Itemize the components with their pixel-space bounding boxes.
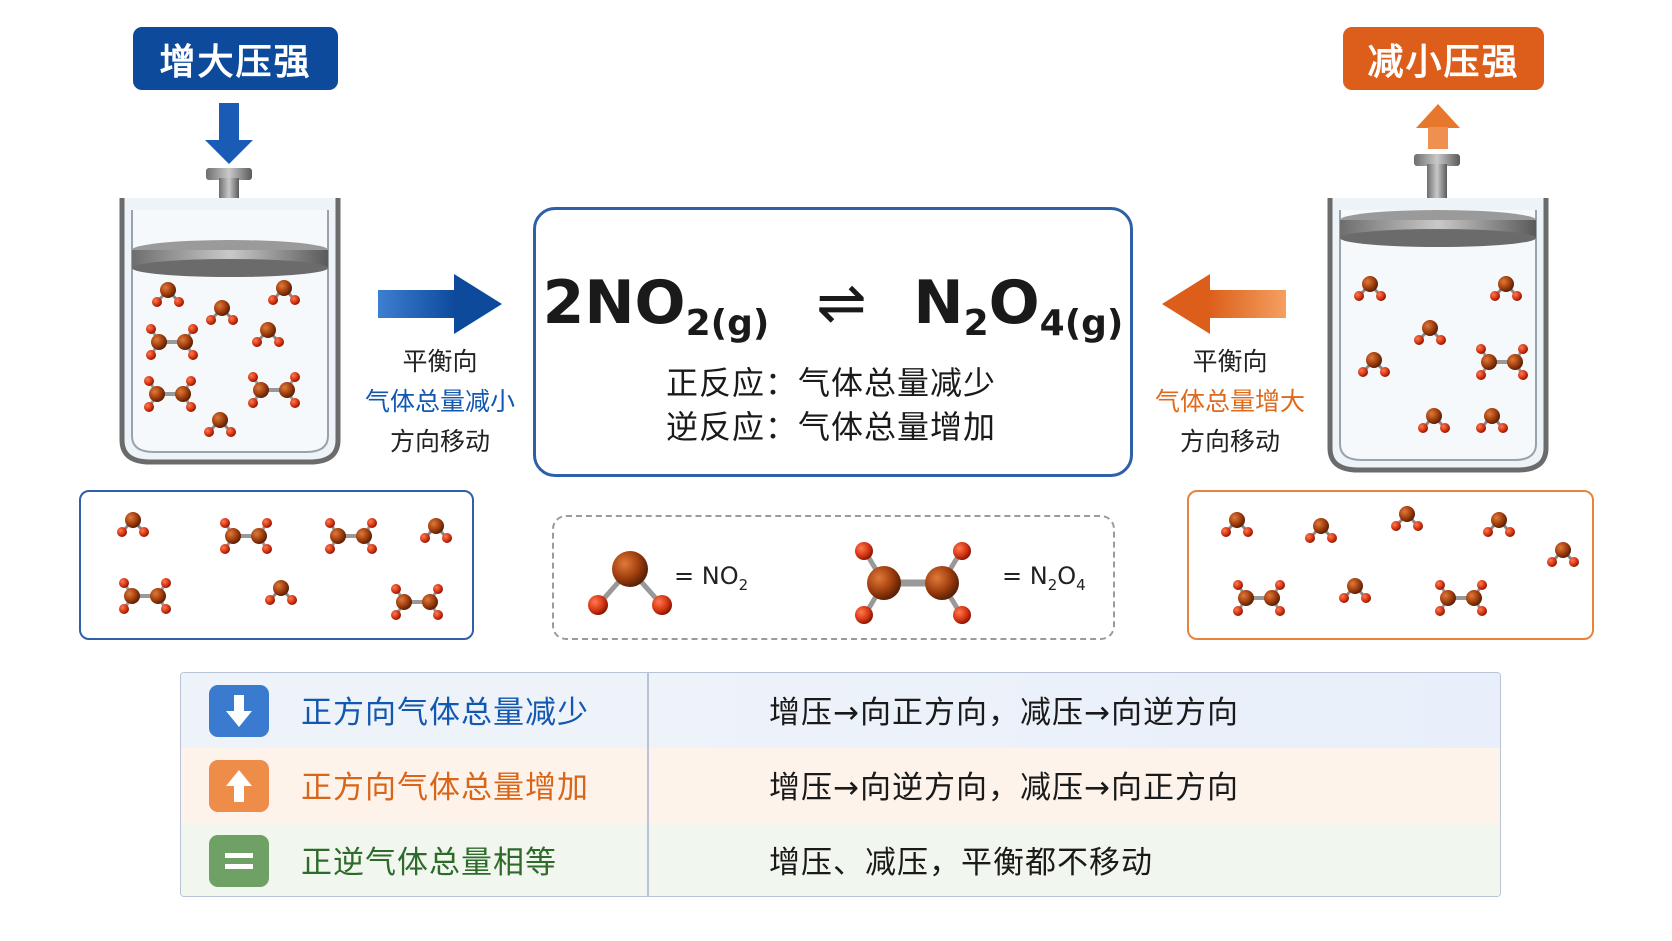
right-caption-line3: 方向移动 xyxy=(1179,427,1280,456)
legend-box: = NO2 = N2O4 xyxy=(552,515,1115,640)
no2-legend-label: = NO2 xyxy=(674,562,749,594)
down-arrow-icon xyxy=(209,685,269,737)
product-n-sub: 2 xyxy=(963,303,989,344)
up-arrow-icon xyxy=(209,760,269,812)
down-arrow-icon xyxy=(205,103,253,164)
n2o4-legend-label: = N2O4 xyxy=(1002,562,1086,594)
right-arrow-icon xyxy=(378,274,502,334)
product-o-sub: 4(g) xyxy=(1039,303,1124,344)
decrease-pressure-tag: 减小压强 xyxy=(1343,27,1544,90)
left-caption-line3: 方向移动 xyxy=(389,427,490,456)
row-value: 增压→向逆方向，减压→向正方向 xyxy=(769,770,1239,806)
row-value: 增压、减压，平衡都不移动 xyxy=(769,845,1153,881)
left-caption: 平衡向 气体总量减小 方向移动 xyxy=(340,342,540,462)
right-caption: 平衡向 气体总量增大 方向移动 xyxy=(1130,342,1330,462)
equation-box: 2NO2(g) ⇌ N2O4(g) 正反应：气体总量减少 逆反应：气体总量增加 xyxy=(533,207,1133,477)
left-molecules xyxy=(115,510,454,622)
product-n: N xyxy=(913,268,964,338)
left-molecule-box xyxy=(79,490,474,640)
table-row: 正方向气体总量增加 增压→向逆方向，减压→向正方向 xyxy=(181,748,1500,824)
right-cylinder xyxy=(1327,104,1549,473)
equation: 2NO2(g) ⇌ N2O4(g) xyxy=(536,268,1130,344)
left-cylinder xyxy=(119,103,341,465)
equals-icon xyxy=(209,835,269,887)
increase-pressure-tag: 增大压强 xyxy=(133,27,338,90)
row-value: 增压→向正方向，减压→向逆方向 xyxy=(769,695,1239,731)
reactant: 2NO xyxy=(542,268,686,338)
left-caption-line1: 平衡向 xyxy=(402,347,478,376)
right-molecule-box xyxy=(1187,490,1594,640)
no2-legend-icon xyxy=(588,551,672,615)
table-row: 正逆气体总量相等 增压、减压，平衡都不移动 xyxy=(181,823,1500,896)
row-label: 正逆气体总量相等 xyxy=(301,845,557,881)
left-caption-highlight: 气体总量减小 xyxy=(364,387,515,416)
equilibrium-arrow-icon: ⇌ xyxy=(816,268,867,338)
right-molecules xyxy=(1219,504,1581,618)
reactant-sub: 2(g) xyxy=(685,303,770,344)
row-label: 正方向气体总量减少 xyxy=(301,695,589,731)
left-arrow-icon xyxy=(1162,274,1286,334)
n2o4-legend-icon xyxy=(855,542,971,624)
up-arrow-icon xyxy=(1416,104,1460,149)
product-o: O xyxy=(988,268,1040,338)
row-label: 正方向气体总量增加 xyxy=(301,770,589,806)
table-row: 正方向气体总量减少 增压→向正方向，减压→向逆方向 xyxy=(181,673,1500,749)
summary-table: 正方向气体总量减少 增压→向正方向，减压→向逆方向 正方向气体总量增加 增压→向… xyxy=(180,672,1501,897)
forward-reaction-text: 正反应：气体总量减少 xyxy=(666,364,997,402)
reverse-reaction-text: 逆反应：气体总量增加 xyxy=(666,408,997,446)
right-caption-highlight: 气体总量增大 xyxy=(1154,387,1305,416)
right-caption-line1: 平衡向 xyxy=(1192,347,1268,376)
